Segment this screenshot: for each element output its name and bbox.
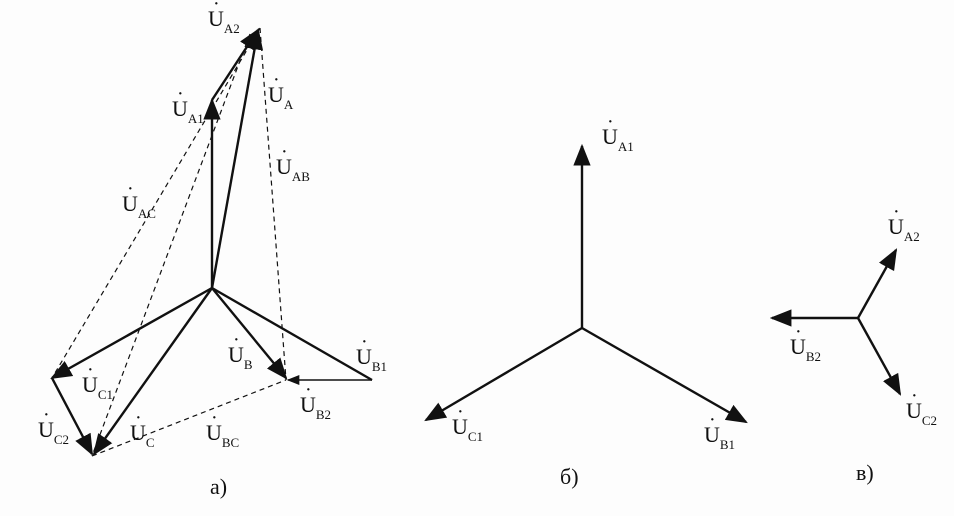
label-UAC: UAC · [122,178,156,221]
label-UA1: UA1 · [602,111,634,154]
label-UA1: UA1 · [172,83,204,126]
diagram-b: UA1 · UB1 · UC1 · б) [424,111,748,489]
svg-text:·: · [177,83,184,105]
aux-dashed-line [91,33,251,457]
diagram-a: UA2 · UA · UA1 · UAB · UAC · UB · UB1 · … [38,0,387,499]
svg-text:UA2: UA2 [888,214,920,244]
label-UB1: UB1 · [356,331,387,374]
svg-text:UC1: UC1 [452,414,483,444]
svg-text:·: · [305,379,312,401]
svg-text:·: · [233,329,240,351]
svg-text:·: · [87,359,94,381]
vector-UC2-segment [50,377,94,456]
svg-text:·: · [273,69,280,91]
vector-UC1 [50,286,213,380]
label-UB2: UB2 · [790,321,821,364]
vector-UB [211,287,288,380]
label-UA2: UA2 · [888,201,920,244]
svg-text:UB2: UB2 [300,392,331,422]
svg-text:UB1: UB1 [704,422,735,452]
svg-text:UA2: UA2 [208,6,240,36]
label-UA: UA · [268,69,294,112]
svg-text:UA1: UA1 [602,124,634,154]
vector-UA2 [856,248,898,319]
vector-UC [92,287,213,456]
vector-UB1 [581,326,748,424]
vector-UBC-dashed [91,379,287,457]
label-UBC: UBC · [206,407,239,450]
svg-text:·: · [607,111,614,133]
svg-text:UC1: UC1 [82,372,113,402]
svg-text:UB: UB [228,342,253,372]
svg-text:·: · [211,407,218,429]
svg-text:UAC: UAC [122,191,156,221]
vector-UAB-dashed [259,27,287,381]
svg-text:·: · [911,385,918,407]
svg-text:·: · [893,201,900,223]
svg-text:·: · [213,0,220,15]
label-UB: UB · [228,329,253,372]
svg-text:UA1: UA1 [172,96,204,126]
label-UB2: UB2 · [300,379,331,422]
svg-text:UBC: UBC [206,420,239,450]
caption-a: а) [210,474,227,499]
svg-text:UB2: UB2 [790,334,821,364]
label-UC1: UC1 · [82,359,113,402]
svg-text:UC: UC [130,420,155,450]
svg-text:·: · [135,407,142,429]
vector-UA [210,27,264,289]
vector-UC1 [424,326,583,422]
vector-UB1-line [211,286,373,382]
svg-text:UAB: UAB [276,154,310,184]
label-UA2: UA2 · [208,0,240,36]
svg-text:UA: UA [268,82,294,112]
label-UC1: UC1 · [452,401,483,444]
svg-text:·: · [795,321,802,343]
svg-text:·: · [127,178,134,200]
diagram-c: UA2 · UB2 · UC2 · в) [769,201,937,485]
svg-text:·: · [281,141,288,163]
vector-UAC-dashed [51,27,261,379]
caption-b: б) [560,464,579,489]
svg-text:·: · [709,409,716,431]
label-UB1: UB1 · [704,409,735,452]
svg-text:·: · [361,331,368,353]
svg-text:UC2: UC2 [38,417,69,447]
svg-text:·: · [43,404,50,426]
svg-text:UB1: UB1 [356,344,387,374]
label-UC: UC · [130,407,155,450]
svg-text:·: · [457,401,464,423]
label-UAB: UAB · [276,141,310,184]
vector-UC2 [856,317,902,396]
caption-c: в) [856,460,874,485]
label-UC2: UC2 · [38,404,69,447]
label-UC2: UC2 · [906,385,937,428]
svg-text:UC2: UC2 [906,398,937,428]
